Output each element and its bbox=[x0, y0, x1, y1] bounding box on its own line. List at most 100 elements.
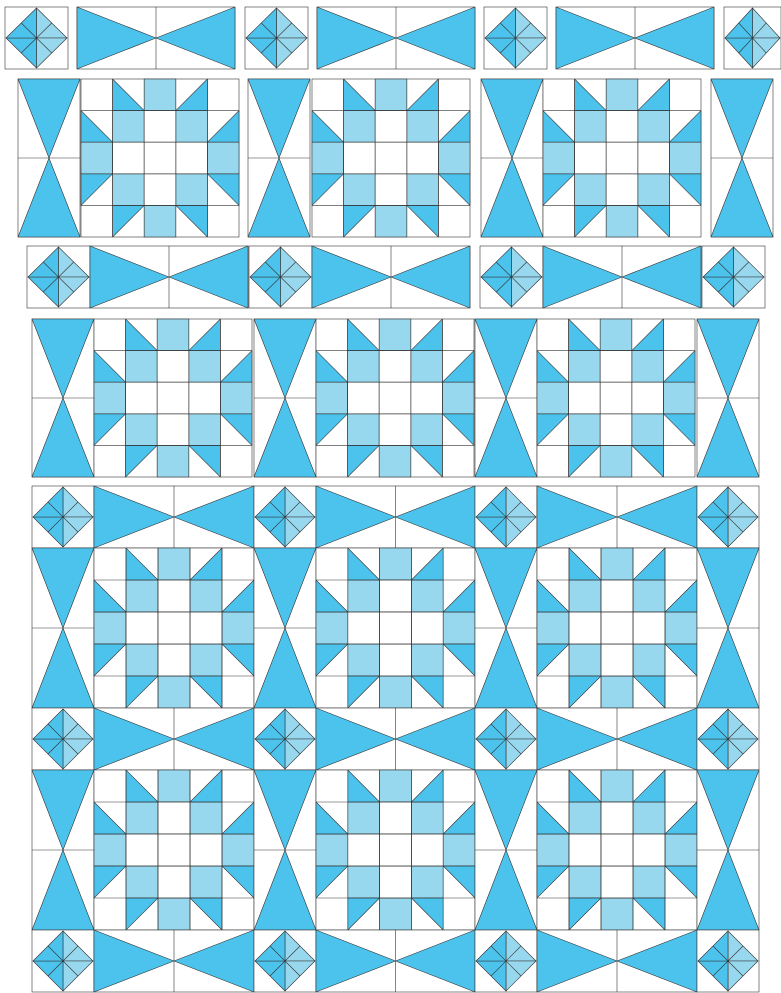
light-square bbox=[575, 111, 607, 143]
white-square bbox=[144, 174, 176, 206]
white-square bbox=[606, 142, 638, 174]
white-square bbox=[601, 866, 633, 898]
white-square bbox=[601, 612, 633, 644]
sawtooth-star-block bbox=[316, 319, 474, 477]
hourglass-sashing-horizontal bbox=[316, 486, 475, 548]
hourglass-sashing-horizontal bbox=[316, 930, 475, 992]
light-square bbox=[348, 866, 380, 898]
hourglass-sashing-horizontal bbox=[556, 7, 714, 69]
light-square bbox=[600, 319, 632, 351]
light-square bbox=[380, 676, 412, 708]
sawtooth-star-block bbox=[537, 770, 697, 930]
light-square bbox=[222, 612, 254, 644]
white-square bbox=[126, 834, 158, 866]
quilt-blocks-layer bbox=[5, 7, 781, 992]
sawtooth-star-block bbox=[312, 79, 470, 237]
light-square bbox=[606, 79, 638, 111]
square-in-a-square-icon bbox=[475, 486, 537, 548]
sawtooth-star-block bbox=[94, 319, 252, 477]
white-square bbox=[380, 580, 412, 612]
white-square bbox=[379, 351, 411, 383]
white-square bbox=[157, 351, 189, 383]
light-square bbox=[94, 382, 126, 414]
white-square bbox=[411, 382, 443, 414]
hourglass-sashing-vertical bbox=[475, 319, 537, 477]
square-in-a-square-icon bbox=[724, 7, 781, 69]
white-square bbox=[380, 612, 412, 644]
square-in-a-square-icon bbox=[697, 708, 759, 770]
white-square bbox=[158, 644, 190, 676]
white-square bbox=[569, 382, 601, 414]
light-square bbox=[601, 548, 633, 580]
light-square bbox=[601, 770, 633, 802]
light-square bbox=[348, 580, 380, 612]
white-square bbox=[600, 414, 632, 446]
sawtooth-star-block bbox=[537, 548, 697, 708]
hourglass-sashing-vertical bbox=[248, 79, 310, 237]
light-square bbox=[633, 580, 665, 612]
square-in-a-square-icon bbox=[5, 7, 68, 69]
hourglass-sashing-vertical bbox=[254, 770, 316, 930]
light-square bbox=[158, 770, 190, 802]
light-square bbox=[344, 111, 376, 143]
light-square bbox=[380, 548, 412, 580]
square-in-a-square-icon bbox=[254, 486, 316, 548]
hourglass-sashing-horizontal bbox=[94, 486, 254, 548]
light-square bbox=[601, 676, 633, 708]
hourglass-sashing-vertical bbox=[254, 548, 316, 708]
white-square bbox=[600, 351, 632, 383]
light-square bbox=[411, 866, 443, 898]
light-square bbox=[606, 205, 638, 237]
light-square bbox=[312, 142, 344, 174]
light-square bbox=[375, 79, 407, 111]
white-square bbox=[348, 834, 380, 866]
white-square bbox=[126, 612, 158, 644]
light-square bbox=[158, 676, 190, 708]
light-square bbox=[442, 382, 474, 414]
white-square bbox=[601, 802, 633, 834]
square-in-a-square-icon bbox=[32, 708, 94, 770]
sawtooth-star-block bbox=[94, 770, 254, 930]
hourglass-sashing-vertical bbox=[254, 319, 316, 477]
hourglass-sashing-horizontal bbox=[77, 7, 235, 69]
light-square bbox=[344, 174, 376, 206]
square-in-a-square-icon bbox=[484, 7, 547, 69]
light-square bbox=[176, 111, 208, 143]
light-square bbox=[190, 644, 222, 676]
white-square bbox=[411, 834, 443, 866]
light-square bbox=[81, 142, 113, 174]
light-square bbox=[665, 834, 697, 866]
white-square bbox=[380, 834, 412, 866]
white-square bbox=[126, 382, 158, 414]
white-square bbox=[157, 414, 189, 446]
sawtooth-star-block bbox=[316, 548, 475, 708]
hourglass-sashing-vertical bbox=[32, 319, 94, 477]
white-square bbox=[144, 142, 176, 174]
light-square bbox=[190, 580, 222, 612]
white-square bbox=[606, 174, 638, 206]
white-square bbox=[600, 382, 632, 414]
white-square bbox=[158, 802, 190, 834]
light-square bbox=[638, 174, 670, 206]
square-in-a-square-icon bbox=[475, 930, 537, 992]
sawtooth-star-block bbox=[316, 770, 475, 930]
white-square bbox=[633, 612, 665, 644]
white-square bbox=[375, 174, 407, 206]
hourglass-sashing-horizontal bbox=[312, 246, 470, 308]
white-square bbox=[190, 612, 222, 644]
light-square bbox=[126, 866, 158, 898]
white-square bbox=[633, 834, 665, 866]
hourglass-sashing-vertical bbox=[697, 319, 759, 477]
light-square bbox=[632, 414, 664, 446]
white-square bbox=[601, 644, 633, 676]
hourglass-sashing-horizontal bbox=[94, 708, 254, 770]
light-square bbox=[633, 866, 665, 898]
light-square bbox=[348, 802, 380, 834]
light-square bbox=[126, 644, 158, 676]
light-square bbox=[569, 802, 601, 834]
hourglass-sashing-horizontal bbox=[537, 486, 697, 548]
light-square bbox=[222, 834, 254, 866]
light-square bbox=[411, 580, 443, 612]
light-square bbox=[543, 142, 575, 174]
light-square bbox=[158, 898, 190, 930]
